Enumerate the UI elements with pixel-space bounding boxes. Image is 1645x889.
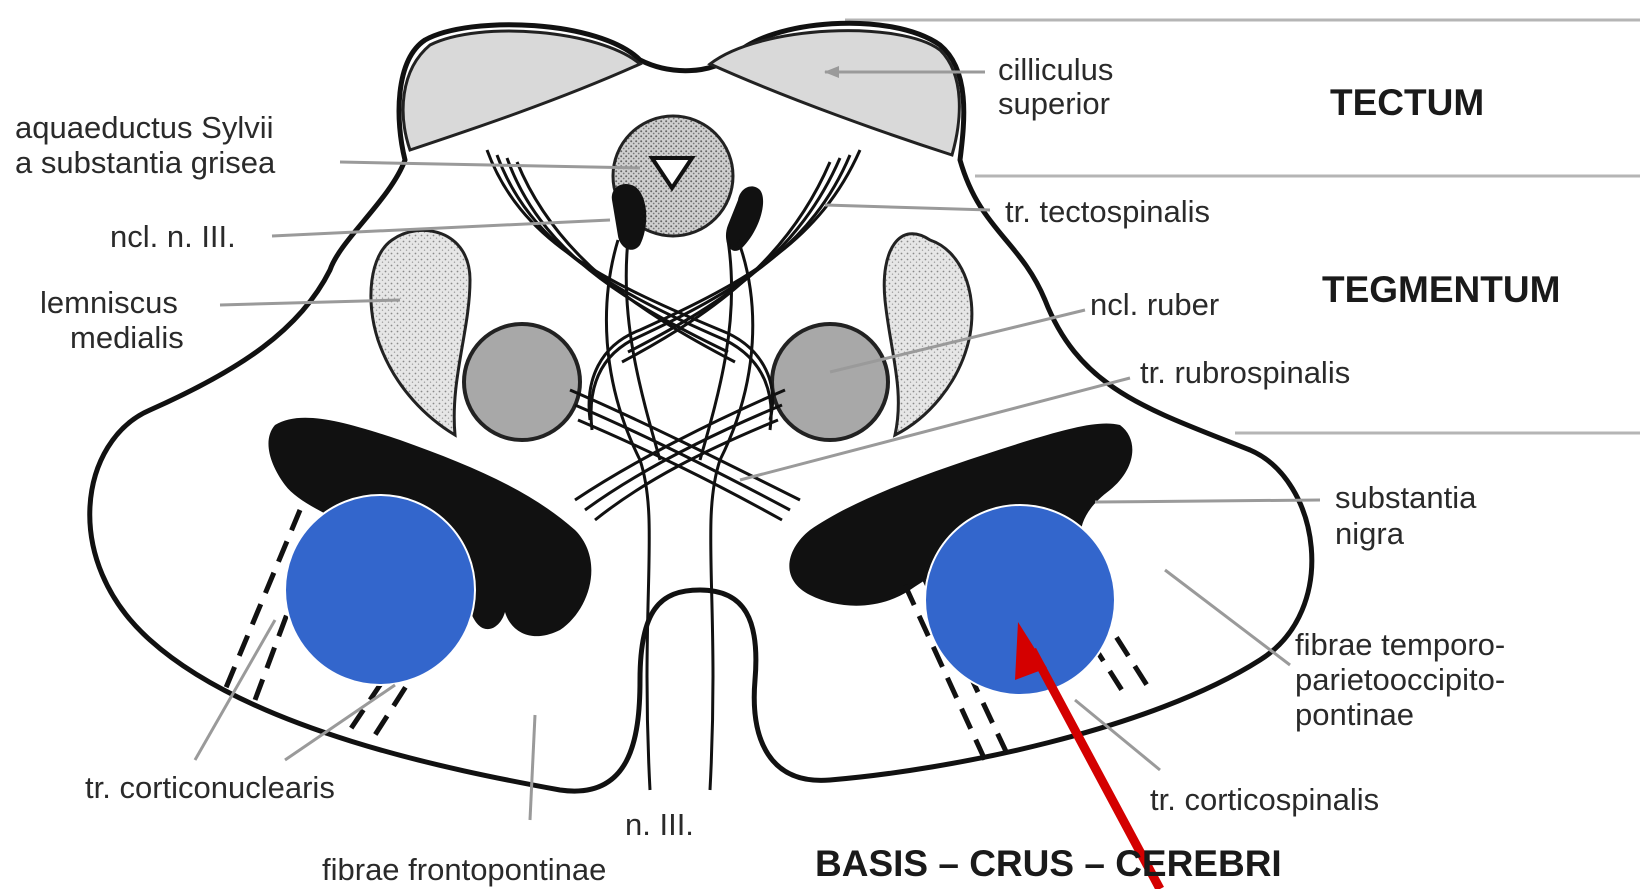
lemniscus-medialis-right: [884, 234, 972, 435]
ncl-ruber-left: [464, 324, 580, 440]
label-temporo-line2: parietooccipito-: [1295, 662, 1505, 697]
label-aqueduct-line2: a substantia grisea: [15, 145, 276, 180]
ncl-ruber-right: [772, 324, 888, 440]
label-ncl-n-iii: ncl. n. III.: [110, 219, 236, 254]
ncl-n-iii-right: [726, 186, 763, 251]
label-ncl-ruber: ncl. ruber: [1090, 287, 1219, 322]
label-temporo-line3: pontinae: [1295, 697, 1414, 732]
label-lemniscus-line2: medialis: [70, 320, 184, 355]
colliculus-superior-right: [710, 31, 959, 155]
blue-marker-left: [285, 495, 475, 685]
label-substantia-nigra-line2: nigra: [1335, 516, 1405, 551]
label-corticonuclearis: tr. corticonuclearis: [85, 770, 335, 805]
label-temporo-line1: fibrae temporo-: [1295, 627, 1505, 662]
region-tegmentum: TEGMENTUM: [1322, 269, 1560, 310]
label-frontopontinae: fibrae frontopontinae: [322, 852, 606, 887]
label-lemniscus-line1: lemniscus: [40, 285, 178, 320]
label-tectospinalis: tr. tectospinalis: [1005, 194, 1210, 229]
colliculus-superior-left: [403, 31, 640, 150]
lemniscus-medialis-left: [371, 230, 470, 435]
label-colliculus-line2: superior: [998, 86, 1110, 121]
region-tectum: TECTUM: [1330, 82, 1484, 123]
label-colliculus-line1: cilliculus: [998, 52, 1113, 87]
label-substantia-nigra-line1: substantia: [1335, 480, 1477, 515]
label-aqueduct-line1: aquaeductus Sylvii: [15, 110, 274, 145]
label-corticospinalis: tr. corticospinalis: [1150, 782, 1379, 817]
label-rubrospinalis: tr. rubrospinalis: [1140, 355, 1350, 390]
region-basis-crus-cerebri: BASIS – CRUS – CEREBRI: [815, 843, 1282, 884]
label-n-iii: n. III.: [625, 807, 694, 842]
